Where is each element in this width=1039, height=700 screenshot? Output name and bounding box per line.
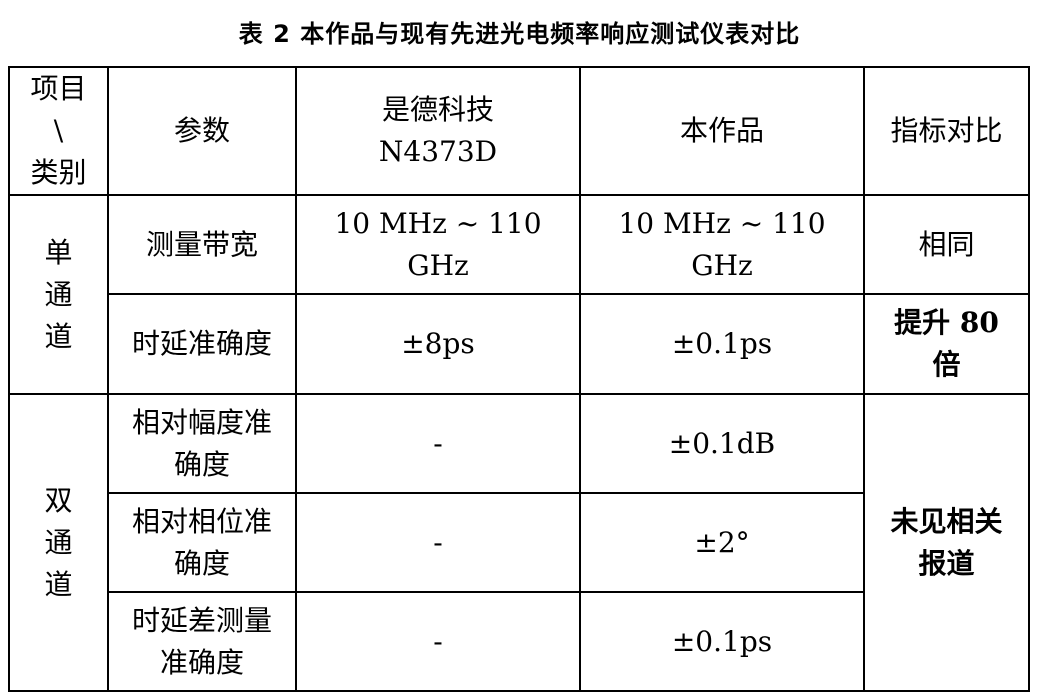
param-cell: 相对相位准 确度 xyxy=(107,492,297,593)
keysight-cell: ±8ps xyxy=(295,293,581,395)
group-label-dual-channel: 双 通 道 xyxy=(8,393,109,692)
ours-cell: ±2° xyxy=(579,492,865,593)
table-row: 时延差测量 准确度 - ±0.1ps xyxy=(9,591,1029,692)
ours-cell: ±0.1ps xyxy=(579,293,865,395)
ours-cell: ±0.1ps xyxy=(579,591,865,692)
param-cell: 相对幅度准 确度 xyxy=(107,393,297,494)
param-cell: 时延差测量 准确度 xyxy=(107,591,297,692)
param-cell: 时延准确度 xyxy=(107,293,297,395)
table-row: 相对相位准 确度 - ±2° xyxy=(9,492,1029,593)
header-ours: 本作品 xyxy=(579,66,865,196)
param-cell: 测量带宽 xyxy=(107,194,297,295)
keysight-cell: 10 MHz ~ 110 GHz xyxy=(295,194,581,295)
ours-cell: 10 MHz ~ 110 GHz xyxy=(579,194,865,295)
compare-cell: 提升 80 倍 xyxy=(863,293,1030,395)
ours-cell: ±0.1dB xyxy=(579,393,865,494)
keysight-cell: - xyxy=(295,492,581,593)
header-category: 项目 \ 类别 xyxy=(8,66,109,196)
compare-cell-merged: 未见相关 报道 xyxy=(863,393,1030,692)
comparison-table: 项目 \ 类别 参数 是德科技 N4373D 本作品 指标对比 单 通 道 测量… xyxy=(8,66,1030,692)
group-label-single-channel: 单 通 道 xyxy=(8,194,109,395)
header-param: 参数 xyxy=(107,66,297,196)
keysight-cell: - xyxy=(295,591,581,692)
header-keysight: 是德科技 N4373D xyxy=(295,66,581,196)
table-row: 单 通 道 测量带宽 10 MHz ~ 110 GHz 10 MHz ~ 110… xyxy=(8,194,1030,395)
table-row: 时延准确度 ±8ps ±0.1ps 提升 80 倍 xyxy=(9,293,1030,395)
table-caption: 表 2 本作品与现有先进光电频率响应测试仪表对比 xyxy=(238,20,801,48)
header-compare: 指标对比 xyxy=(863,66,1030,196)
keysight-cell: - xyxy=(295,393,581,494)
table-header-row: 项目 \ 类别 参数 是德科技 N4373D 本作品 指标对比 xyxy=(8,66,1030,196)
table-row: 双 通 道 相对幅度准 确度 - ±0.1dB 未见相关 报道 xyxy=(8,393,1030,692)
compare-cell: 相同 xyxy=(863,194,1030,295)
